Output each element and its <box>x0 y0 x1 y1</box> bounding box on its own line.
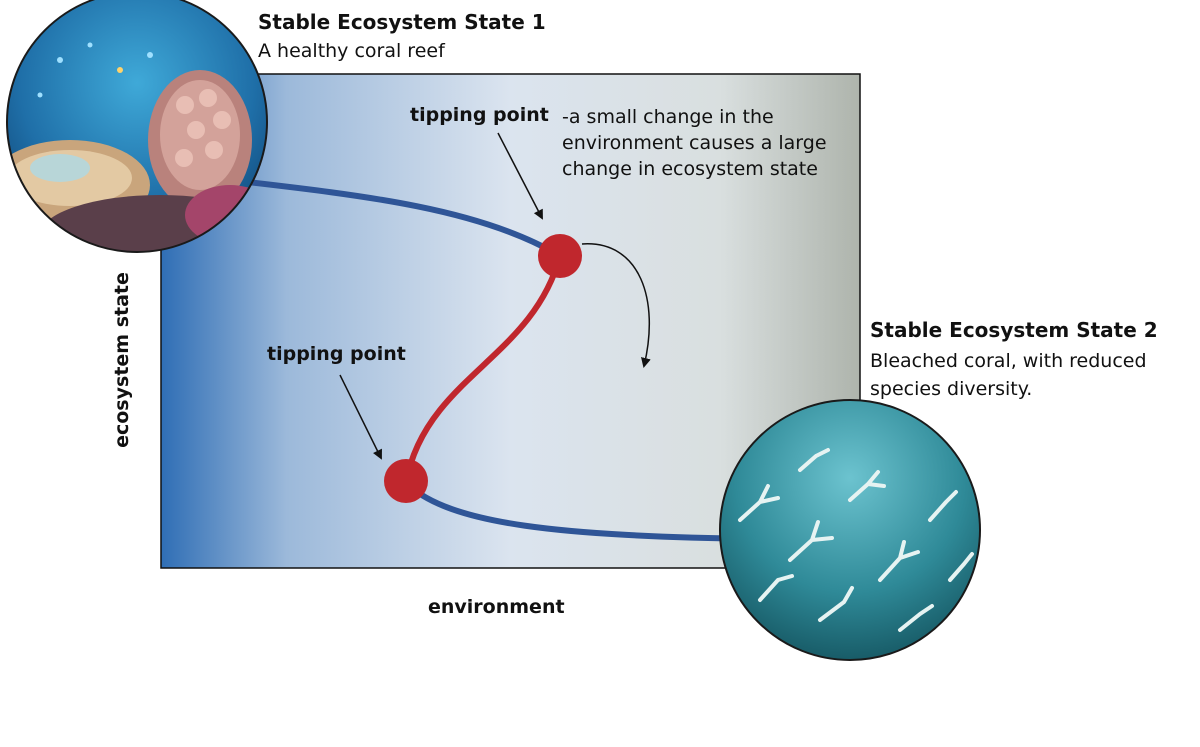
state1-title: Stable Ecosystem State 1 <box>258 10 546 34</box>
tipping-desc-line-2: environment causes a large <box>562 132 827 154</box>
lower-stable-branch <box>403 480 763 542</box>
tipping-point-lower-marker <box>384 459 428 503</box>
tipping-point-upper-marker <box>538 234 582 278</box>
tipping-point-description: -a small change in the environment cause… <box>562 104 827 182</box>
state-shift-arrow <box>581 243 651 368</box>
state2-subtitle: Bleached coral, with reduced species div… <box>870 347 1147 403</box>
tipping-point-upper-label: tipping point <box>410 104 549 126</box>
tipping-desc-line-3: change in ecosystem state <box>562 158 818 180</box>
state2-subtitle-line-1: Bleached coral, with reduced <box>870 350 1147 372</box>
state2-subtitle-line-2: species diversity. <box>870 378 1033 400</box>
lower-tipping-arrow <box>339 374 382 460</box>
tipping-point-lower-label: tipping point <box>267 343 406 365</box>
state1-subtitle: A healthy coral reef <box>258 40 445 62</box>
upper-stable-branch <box>227 177 563 259</box>
upper-tipping-arrow <box>497 132 543 220</box>
tipping-desc-line-1: -a small change in the <box>562 106 774 128</box>
unstable-branch <box>403 253 563 486</box>
state2-title: Stable Ecosystem State 2 <box>870 318 1158 342</box>
x-axis-label: environment <box>428 596 565 618</box>
bleached-coral-photo <box>719 399 981 661</box>
y-axis-label: ecosystem state <box>111 272 133 448</box>
